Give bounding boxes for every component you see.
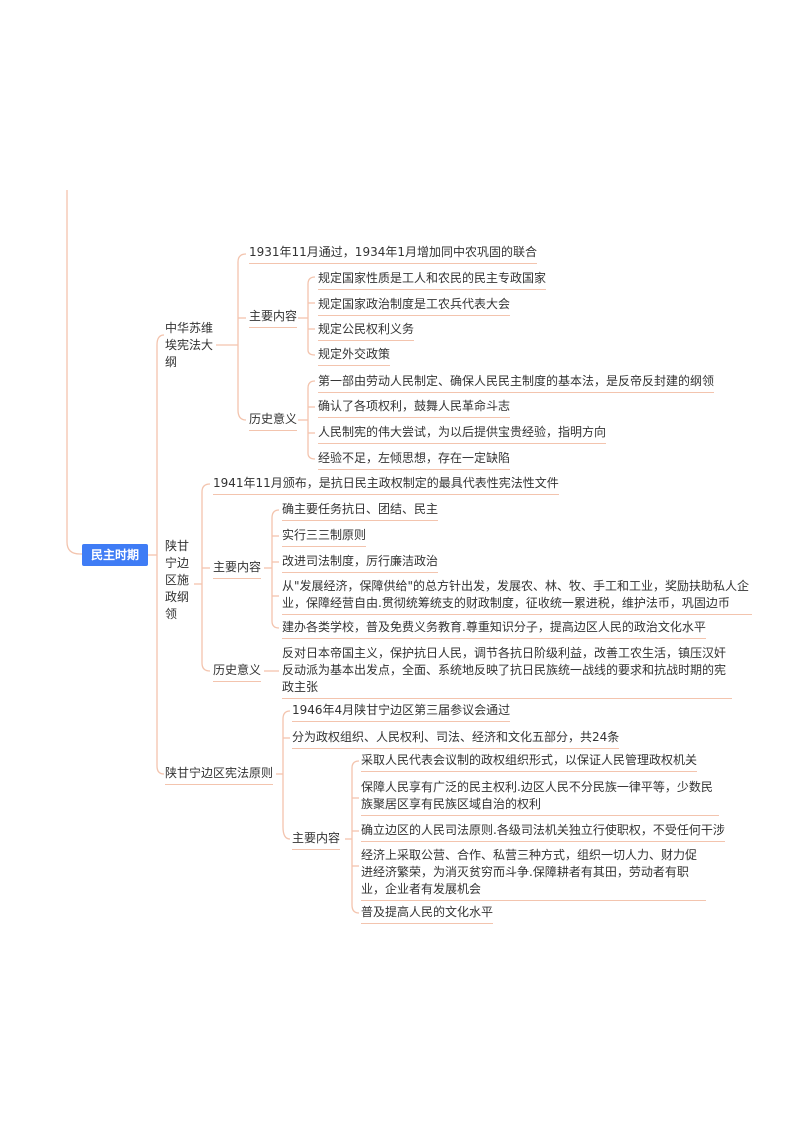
node-1941-main-content[interactable]: 主要内容 <box>213 559 262 579</box>
node-1931-main-content[interactable]: 主要内容 <box>249 308 298 328</box>
node-1941-content-1[interactable]: 确主要任务抗日、团结、民主 <box>282 501 439 521</box>
node-1941-significance-text[interactable]: 反对日本帝国主义，保护抗日人民，调节各抗日阶级利益，改善工农生活，镇压汉奸反动派… <box>282 645 732 699</box>
node-1941-content-3[interactable]: 改进司法制度，厉行廉洁政治 <box>282 553 439 573</box>
node-1941-content-2[interactable]: 实行三三制原则 <box>282 527 367 547</box>
node-1931-significance[interactable]: 历史意义 <box>249 411 298 431</box>
node-1931-content-1[interactable]: 规定国家性质是工人和农民的民主专政国家 <box>318 270 547 290</box>
node-1946-content-5[interactable]: 普及提高人民的文化水平 <box>361 904 494 924</box>
node-1941-content-5[interactable]: 建办各类学校，普及免费义务教育.尊重知识分子，提高边区人民的政治文化水平 <box>282 619 706 639</box>
node-1946-content-4[interactable]: 经济上采取公营、合作、私营三种方式，组织一切人力、财力促进经济繁荣，为消灭贫穷而… <box>361 847 706 901</box>
node-1931-significance-3[interactable]: 人民制宪的伟大尝试，为以后提供宝贵经验，指明方向 <box>318 424 607 444</box>
node-1931-title[interactable]: 中华苏维埃宪法大纲 <box>165 321 214 369</box>
node-1946-title[interactable]: 陕甘宁边区宪法原则 <box>165 765 274 785</box>
node-1946-content-2[interactable]: 保障人民享有广泛的民主权利.边区人民不分民族一律平等，少数民族聚居区享有民族区域… <box>361 779 719 816</box>
node-1941-title[interactable]: 陕甘宁边区施政纲领 <box>165 539 190 621</box>
node-1931-content-2[interactable]: 规定国家政治制度是工农兵代表大会 <box>318 296 511 316</box>
node-1946-content-1[interactable]: 采取人民代表会议制的政权组织形式，以保证人民管理政权机关 <box>361 752 698 772</box>
node-1931-significance-1[interactable]: 第一部由劳动人民制定、确保人民民主制度的基本法，是反帝反封建的纲领 <box>318 373 715 393</box>
node-1941-promulgated[interactable]: 1941年11月颁布，是抗日民主政权制定的最具代表性宪法性文件 <box>213 475 559 495</box>
root-node[interactable]: 民主时期 <box>82 544 148 566</box>
node-1946-main-content[interactable]: 主要内容 <box>292 830 341 850</box>
node-1931-significance-4[interactable]: 经验不足，左倾思想，存在一定缺陷 <box>318 450 511 470</box>
node-1946-content-3[interactable]: 确立边区的人民司法原则.各级司法机关独立行使职权，不受任何干涉 <box>361 822 725 842</box>
node-1946-structure[interactable]: 分为政权组织、人民权利、司法、经济和文化五部分，共24条 <box>292 729 620 749</box>
node-1931-significance-2[interactable]: 确认了各项权利，鼓舞人民革命斗志 <box>318 398 511 418</box>
node-1946-passed[interactable]: 1946年4月陕甘宁边区第三届参议会通过 <box>292 702 511 722</box>
node-1941-content-4[interactable]: 从"发展经济，保障供给"的总方针出发，发展农、林、牧、手工和工业，奖励扶助私人企… <box>282 578 752 615</box>
node-1931-content-4[interactable]: 规定外交政策 <box>318 346 391 366</box>
node-1941-significance[interactable]: 历史意义 <box>213 662 262 682</box>
node-1931-passed[interactable]: 1931年11月通过，1934年1月增加同中农巩固的联合 <box>249 244 537 264</box>
node-1931-content-3[interactable]: 规定公民权利义务 <box>318 321 415 341</box>
